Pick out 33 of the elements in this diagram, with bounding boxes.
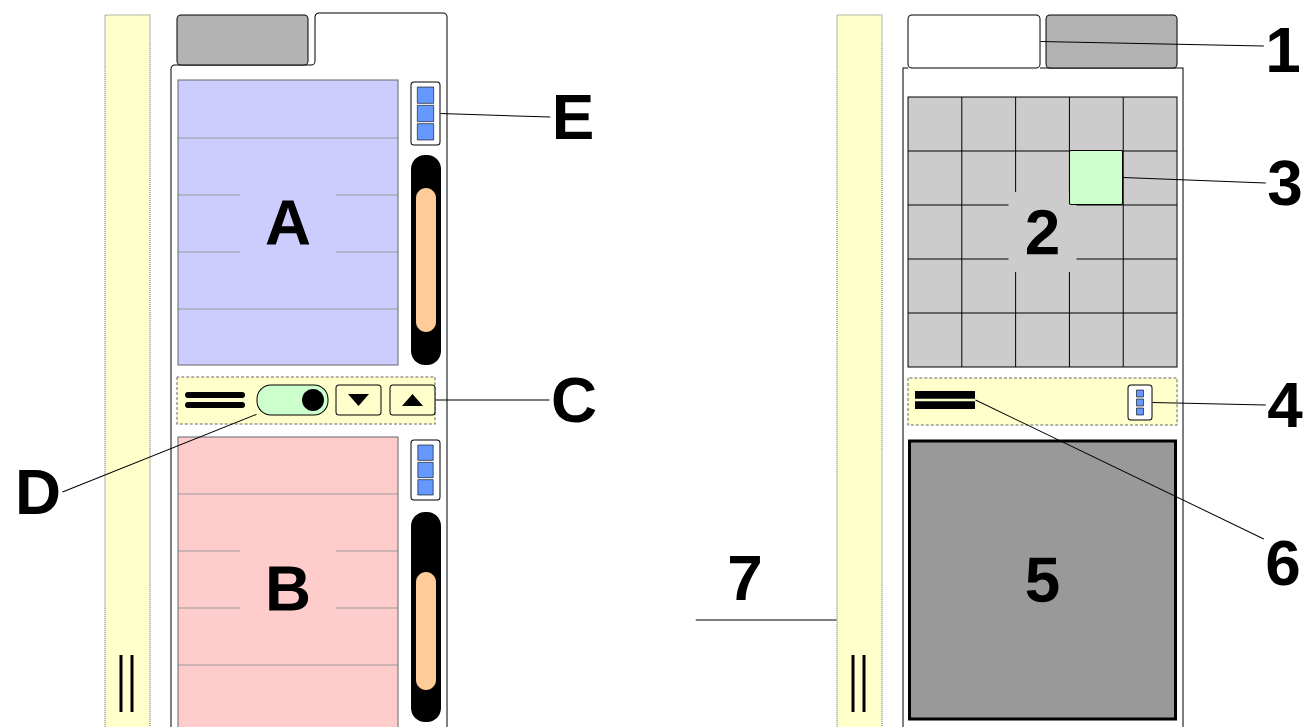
list-pane: A [177, 79, 399, 366]
callout-label: 3 [1268, 160, 1301, 206]
arrow-up-button [389, 384, 436, 416]
list-pane: B [177, 436, 399, 727]
handle-icon [1127, 384, 1153, 421]
leader-line [1152, 402, 1267, 406]
leader-line [1040, 41, 1265, 47]
leader-line [435, 399, 550, 401]
panel: 5 [908, 439, 1177, 721]
toggle-switch [256, 384, 329, 416]
handle-icon [410, 81, 441, 146]
callout-label: D [19, 470, 59, 514]
callout-label: 4 [1268, 383, 1303, 427]
tab [1045, 14, 1178, 69]
arrow-down-button [335, 384, 382, 416]
grip-icon [915, 391, 975, 409]
callout-label: 6 [1267, 540, 1299, 586]
callout-label: 1 [1269, 28, 1299, 72]
leader-line [695, 619, 837, 621]
sidebar [836, 14, 883, 727]
tab [907, 14, 1041, 69]
highlighted-cell [1069, 150, 1123, 205]
callout-label: E [556, 95, 592, 139]
tab [176, 14, 309, 66]
sidebar [104, 14, 151, 727]
grid: 2 [907, 96, 1178, 368]
leader-line [975, 399, 1265, 540]
callout-label: 7 [730, 556, 760, 600]
leader-line [62, 413, 257, 493]
leader-line [440, 113, 551, 118]
callout-label: C [553, 377, 596, 423]
handle-icon [410, 439, 441, 501]
leader-line [1122, 177, 1267, 184]
